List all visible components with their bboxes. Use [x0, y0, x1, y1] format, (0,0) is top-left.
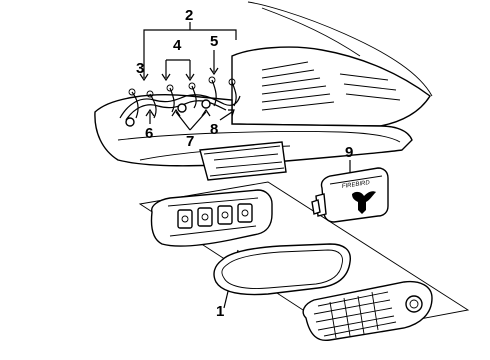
emblem-text: FIREBIRD: [342, 180, 371, 190]
callout-8: 8: [210, 121, 218, 138]
lens-texture: [313, 291, 397, 339]
rear-bumper: [94, 1, 433, 181]
callout-7: 7: [186, 133, 194, 150]
wiring-harness: [119, 76, 241, 127]
callout-6: 6: [145, 125, 153, 142]
lamp-lens: [302, 280, 433, 342]
rear-panel-louvers: [261, 61, 401, 111]
callout-4: 4: [173, 37, 182, 54]
emblem-module: FIREBIRD: [311, 167, 389, 223]
callout-5: 5: [210, 33, 218, 50]
lamp-sockets: [177, 203, 253, 229]
lamp-gasket: [213, 243, 351, 296]
callout-2: 2: [185, 7, 193, 24]
callout-9: 9: [345, 144, 353, 161]
callouts: 1 2 3 4 5 6 7 8 9: [136, 7, 353, 320]
leader-lines: [139, 22, 351, 176]
callout-1: 1: [216, 303, 224, 320]
callout-3: 3: [136, 60, 144, 77]
firebird-emblem-icon: [352, 191, 376, 214]
tail-lamp-housing: [150, 189, 273, 247]
